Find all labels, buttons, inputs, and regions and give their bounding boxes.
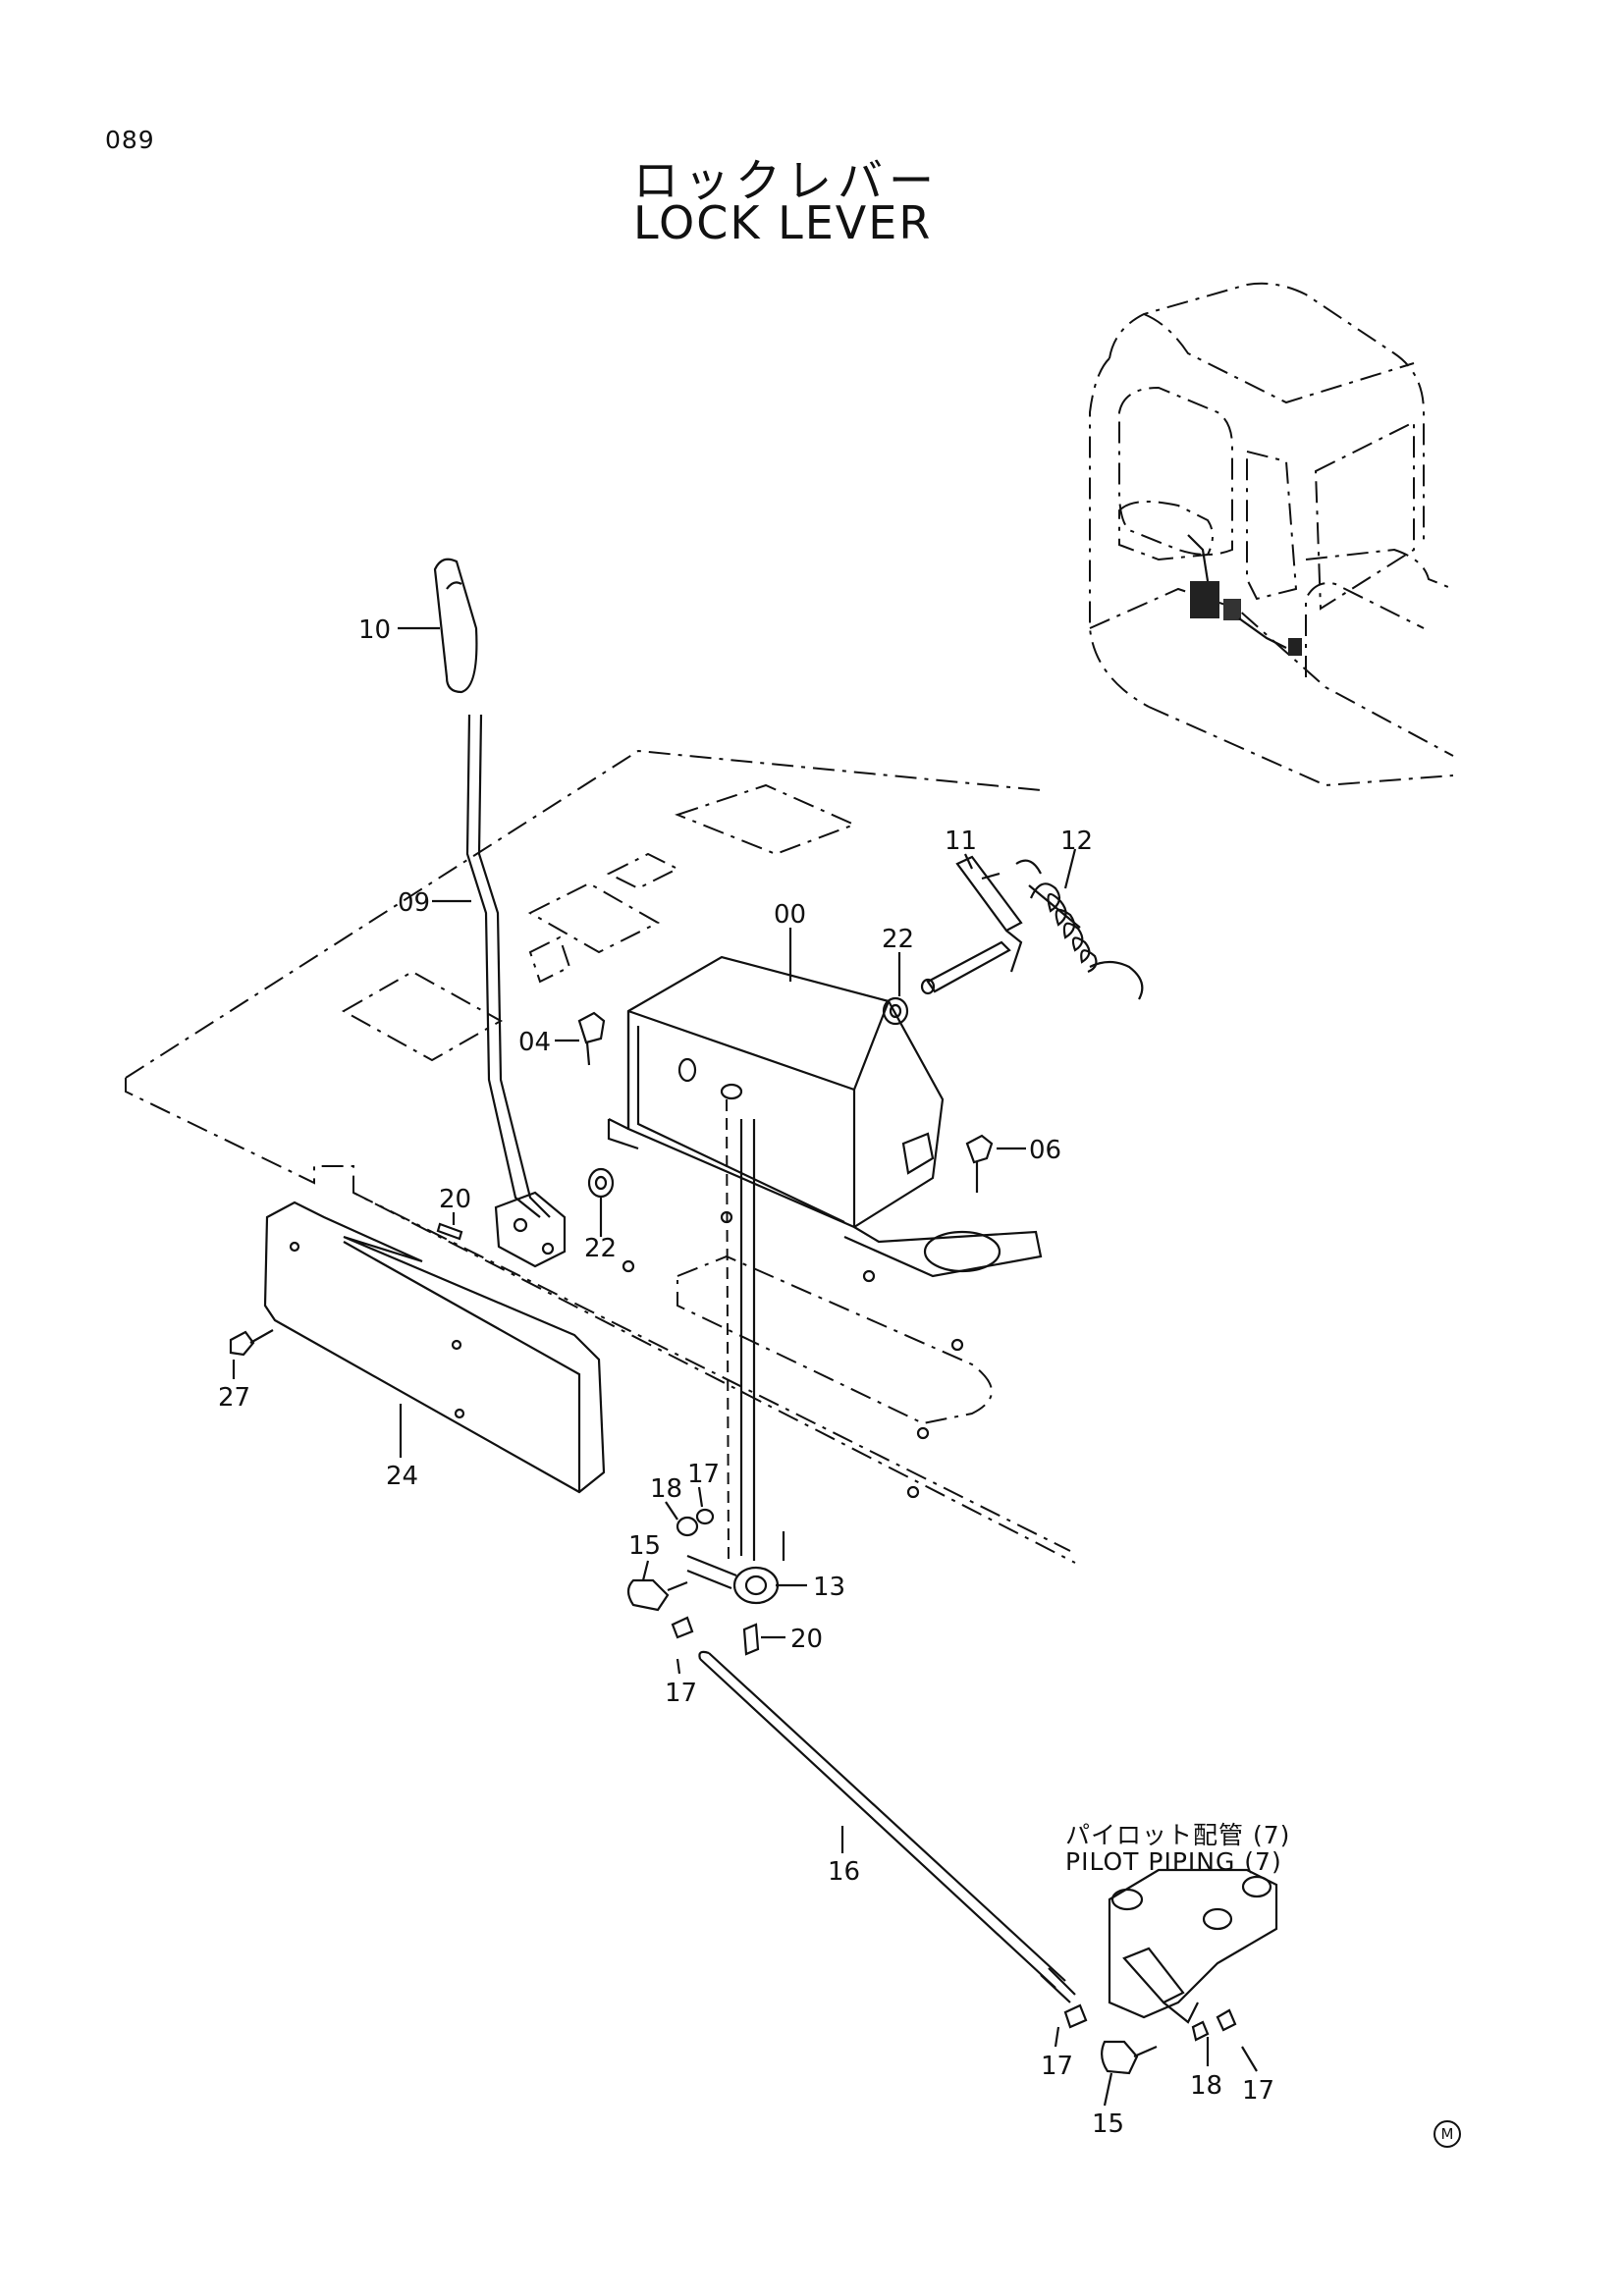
cab-illustration <box>1089 282 1454 787</box>
callout-12: 12 <box>1060 827 1093 856</box>
callout-10: 10 <box>358 615 391 645</box>
callout-27: 27 <box>218 1383 250 1413</box>
callout-17-lower-right: 17 <box>1242 2076 1274 2106</box>
callout-00: 00 <box>774 900 806 930</box>
callout-13: 13 <box>813 1573 845 1602</box>
lower-linkage <box>626 1098 1237 2075</box>
callout-20-upper: 20 <box>439 1185 471 1214</box>
lever-bracket <box>607 955 1043 1278</box>
title-english: LOCK LEVER <box>633 196 933 249</box>
callout-17-lower-left: 17 <box>1041 2052 1073 2081</box>
leader-lines <box>232 626 1258 2107</box>
lock-lever <box>433 558 567 1268</box>
pilot-piping-label-en: PILOT PIPING (7) <box>1065 1847 1282 1876</box>
callout-17-upper: 17 <box>687 1460 720 1489</box>
callout-labels: 10 09 11 12 00 22 04 06 20 22 27 24 18 1… <box>218 615 1274 2139</box>
corner-m-mark: M <box>1434 2120 1461 2148</box>
callout-17-left: 17 <box>665 1679 697 1708</box>
callout-11: 11 <box>945 827 977 856</box>
callout-16: 16 <box>828 1857 860 1887</box>
callout-04: 04 <box>518 1028 551 1057</box>
shaft-and-spring <box>920 855 1144 1000</box>
callout-18-lower: 18 <box>1190 2071 1222 2101</box>
title-japanese: ロックレバー <box>633 154 940 207</box>
callout-18-upper: 18 <box>650 1474 682 1504</box>
callout-15-upper: 15 <box>628 1531 661 1561</box>
callout-22-upper: 22 <box>882 925 914 954</box>
cover-plate <box>263 1201 606 1494</box>
small-hardware <box>229 996 994 1357</box>
page-number: 089 <box>105 126 155 154</box>
callout-06: 06 <box>1029 1136 1061 1165</box>
pilot-valve <box>1108 1868 1278 2024</box>
pilot-piping-label-jp: パイロット配管 (7) <box>1065 1821 1291 1849</box>
callout-24: 24 <box>386 1462 418 1491</box>
callout-15-lower: 15 <box>1092 2109 1124 2139</box>
callout-22-lower: 22 <box>584 1234 617 1263</box>
callout-09: 09 <box>398 888 430 918</box>
callout-20-lower: 20 <box>790 1625 823 1654</box>
